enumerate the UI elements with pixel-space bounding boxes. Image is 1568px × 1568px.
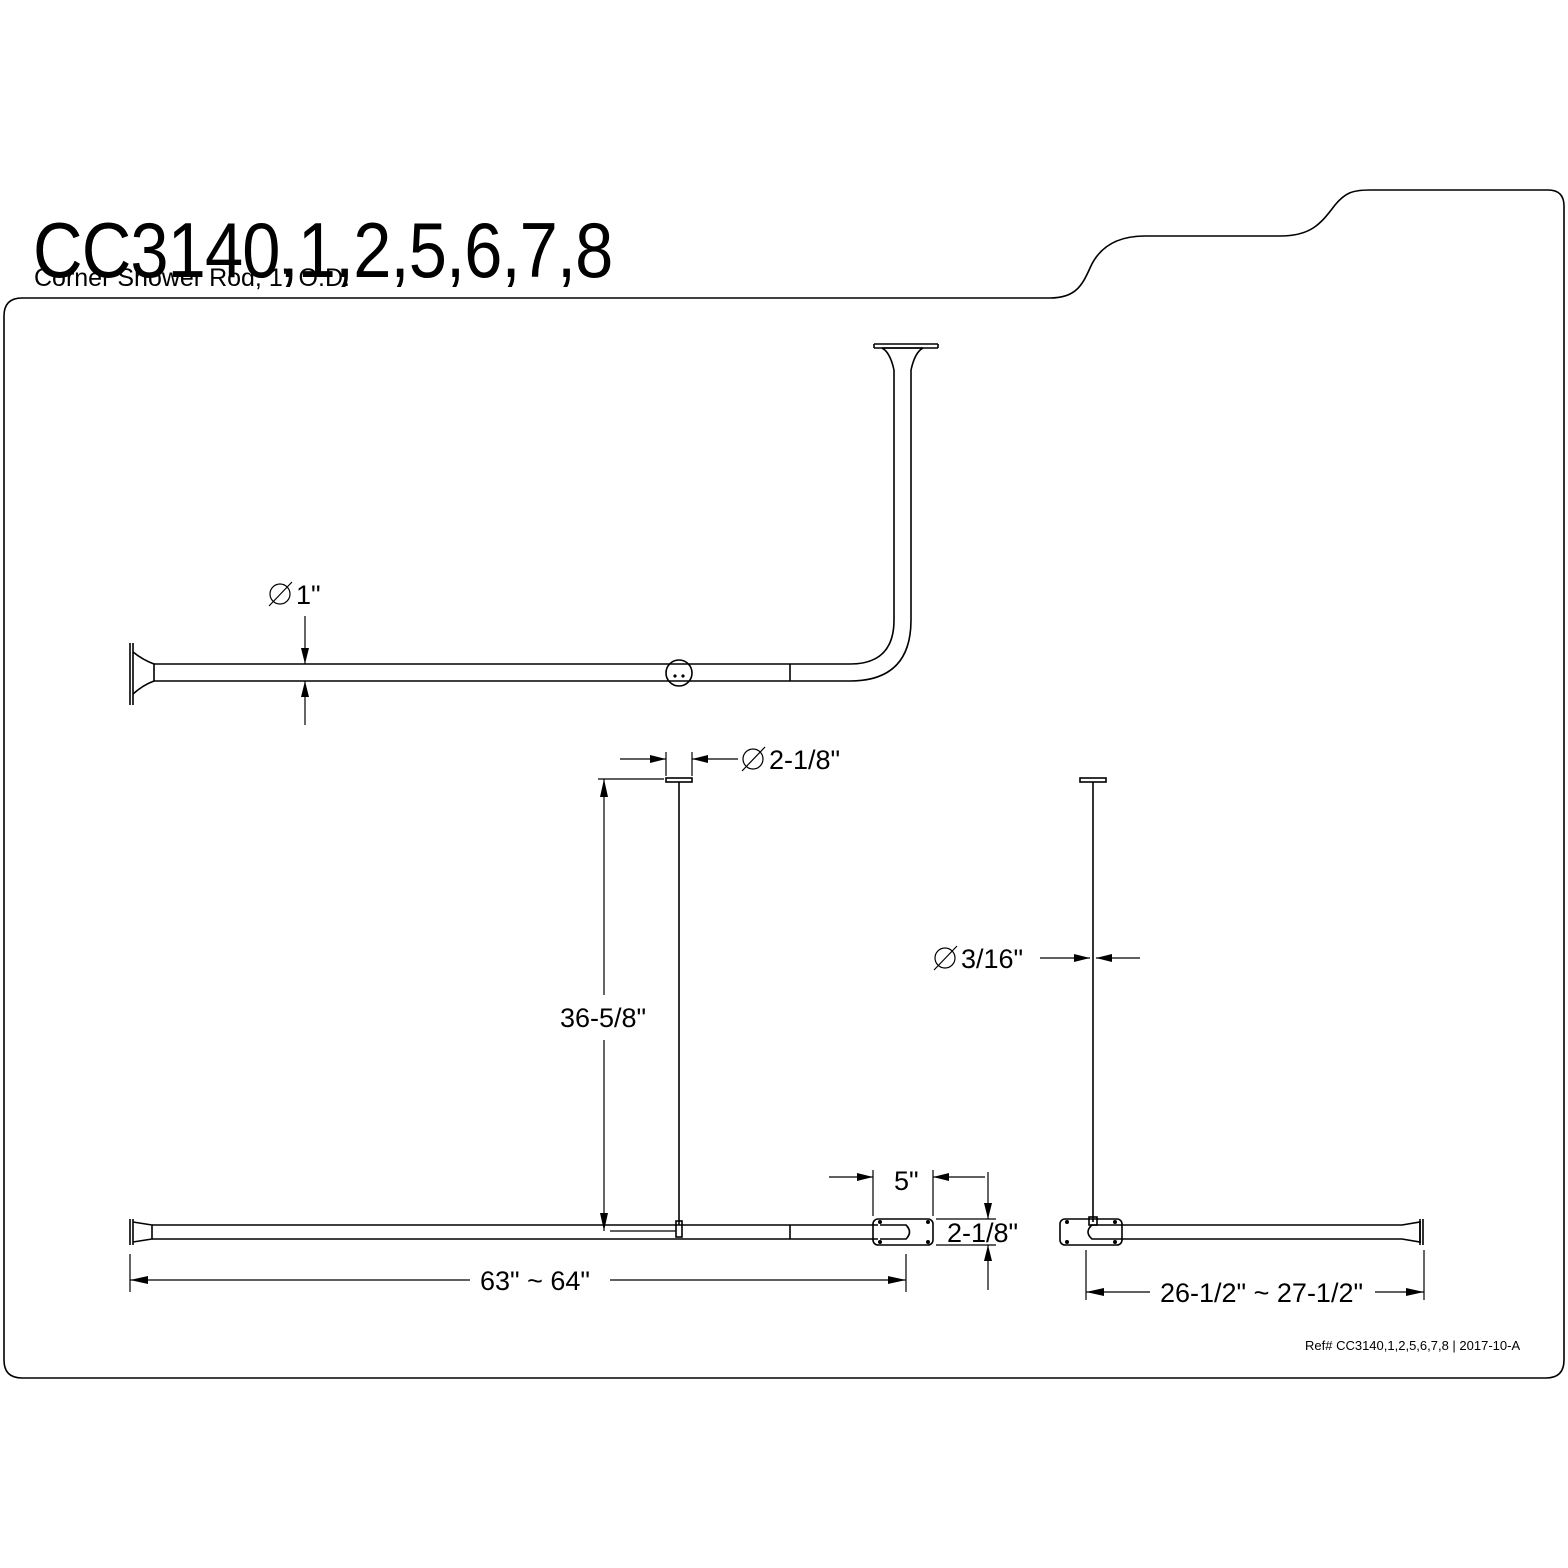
drawing-frame [3, 189, 1565, 1379]
support-rod-diameter-label: 3/16" [961, 944, 1023, 974]
product-code-title: CC3140,1,2,5,6,7,8 [33, 206, 613, 294]
support-rod-diameter-dimension: 3/16" [933, 944, 1140, 974]
bracket-height-dimension: 2-1/8" [936, 1172, 1018, 1290]
bracket-width-label: 5" [894, 1166, 919, 1196]
rod-diameter-label: 1" [296, 580, 321, 610]
product-description: Corner Shower Rod, 1" O.D. [34, 264, 350, 292]
short-side-length-dimension: 26-1/2" ~ 27-1/2" [1085, 1250, 1425, 1308]
bracket-height-label: 2-1/8" [947, 1218, 1018, 1248]
short-side-length-label: 26-1/2" ~ 27-1/2" [1160, 1278, 1363, 1308]
support-height-dimension: 36-5/8" [560, 778, 664, 1231]
flange-diameter-dimension: 2-1/8" [620, 745, 840, 776]
bracket-width-dimension: 5" [829, 1166, 985, 1216]
corner-rod-top-view [129, 343, 939, 705]
rod-diameter-dimension: 1" [268, 580, 321, 725]
long-side-length-dimension: 63" ~ 64" [129, 1254, 907, 1296]
long-side-length-label: 63" ~ 64" [480, 1266, 590, 1296]
support-height-label: 36-5/8" [560, 1003, 646, 1033]
flange-diameter-label: 2-1/8" [769, 745, 840, 775]
short-side-front-view [1059, 777, 1424, 1246]
reference-number: Ref# CC3140,1,2,5,6,7,8 | 2017-10-A [1305, 1338, 1520, 1353]
long-side-front-view [129, 777, 934, 1246]
